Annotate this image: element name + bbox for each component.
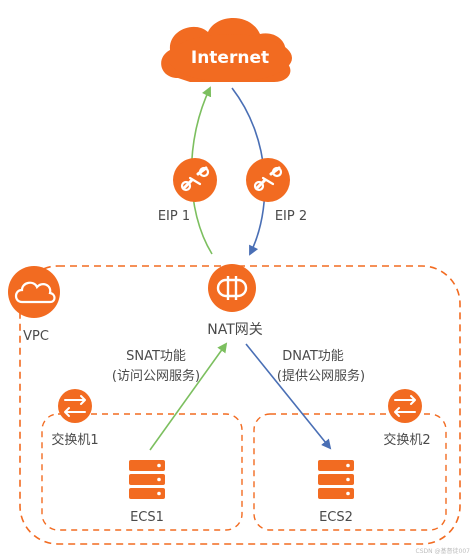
subnet-1-boundary bbox=[41, 413, 243, 531]
subnet-2-boundary bbox=[253, 413, 447, 531]
ecs-2-label: ECS2 bbox=[319, 510, 353, 525]
dnat-subtitle: (提供公网服务) bbox=[277, 368, 365, 384]
snat-arrow bbox=[149, 342, 228, 451]
dnat-title: DNAT功能 bbox=[282, 349, 344, 364]
switch-2-label: 交换机2 bbox=[383, 432, 430, 448]
ecs-1-server-icon bbox=[129, 460, 165, 499]
vpc-cloud-icon bbox=[8, 266, 60, 318]
ecs-1-label: ECS1 bbox=[130, 510, 164, 525]
vpc-label: VPC bbox=[23, 329, 49, 344]
switch-1-label: 交换机1 bbox=[51, 432, 98, 448]
dnat-arrow bbox=[245, 343, 332, 450]
eip-2-icon bbox=[246, 158, 290, 202]
ecs-2-server-icon bbox=[318, 460, 354, 499]
switch-1-icon bbox=[58, 389, 92, 423]
nat-gateway-label: NAT网关 bbox=[207, 322, 263, 338]
internet-label: Internet bbox=[191, 48, 269, 68]
eip-2-label: EIP 2 bbox=[275, 209, 307, 224]
snat-subtitle: (访问公网服务) bbox=[112, 368, 200, 384]
nat-gateway-icon bbox=[208, 264, 256, 312]
watermark: CSDN @基督徒007 bbox=[416, 547, 471, 555]
snat-title: SNAT功能 bbox=[126, 349, 186, 364]
eip-1-icon bbox=[173, 158, 217, 202]
eip-1-label: EIP 1 bbox=[158, 209, 190, 224]
internet-cloud-icon bbox=[161, 18, 292, 82]
switch-2-icon bbox=[388, 389, 422, 423]
